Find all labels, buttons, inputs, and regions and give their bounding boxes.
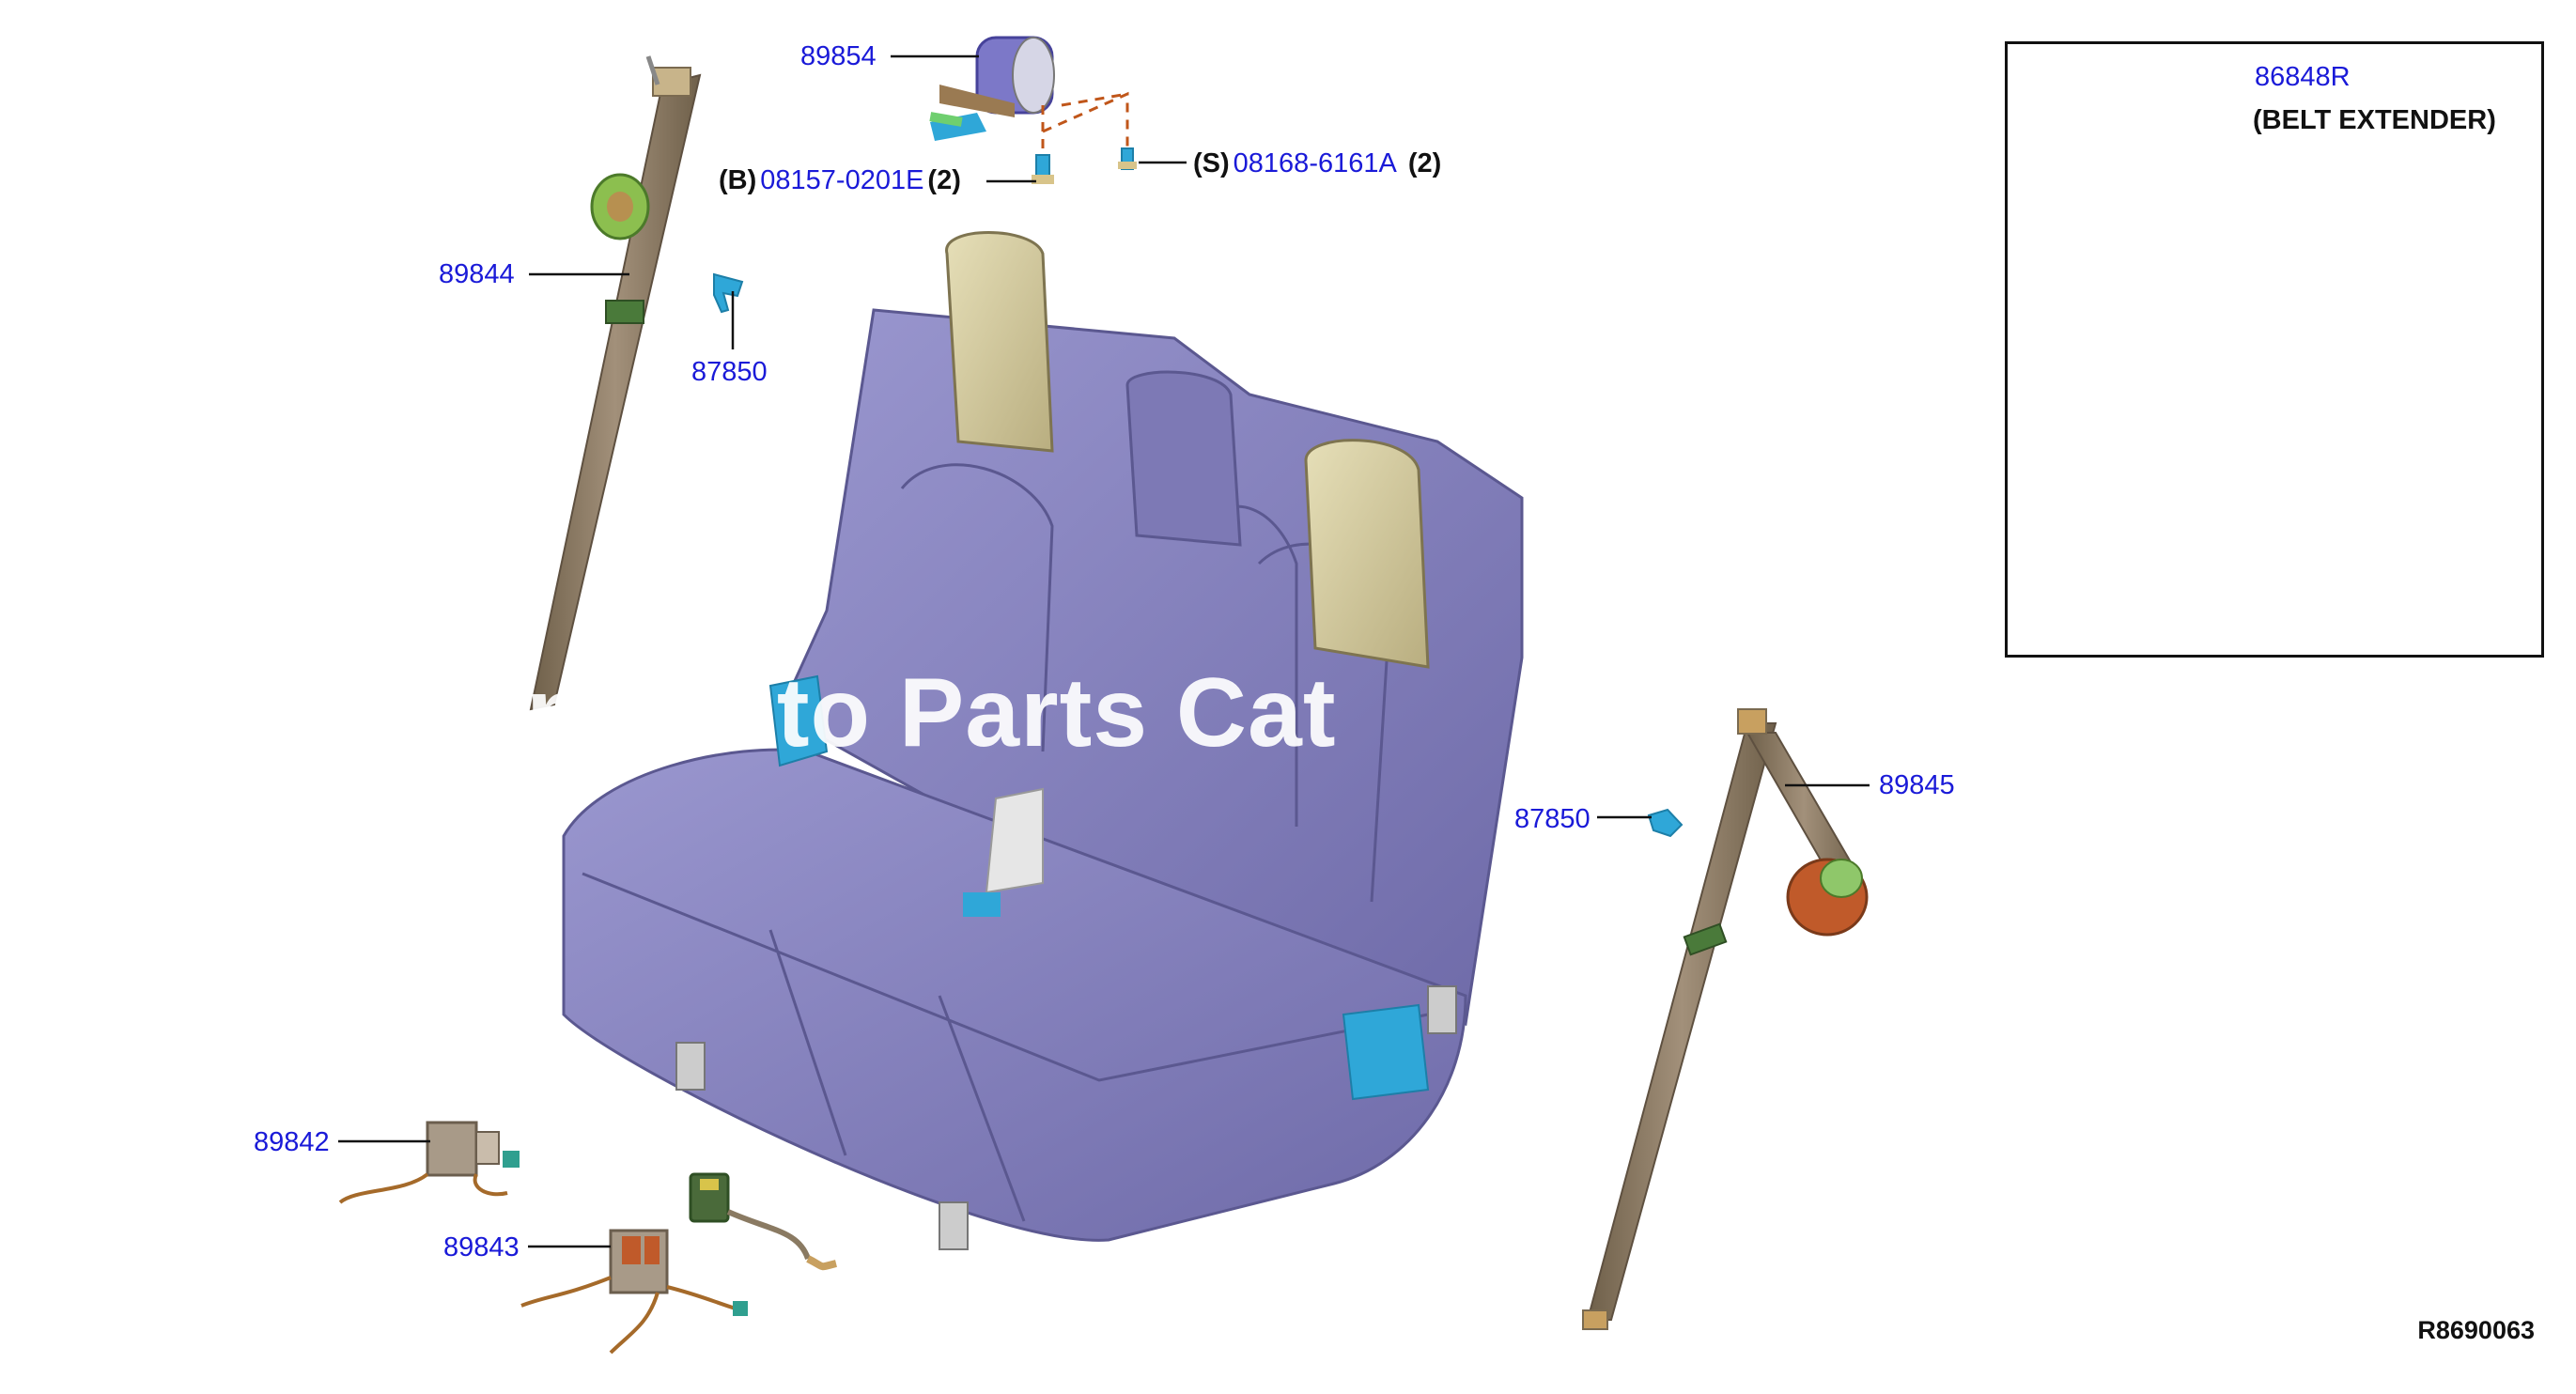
bolt-s-callout: (S) 08168-6161A (2) (1193, 148, 1441, 179)
drawing-code: R8690063 (2417, 1316, 2535, 1344)
buckle-89842 (338, 1121, 520, 1204)
part-label-89844[interactable]: 89844 (439, 259, 515, 289)
retractor-89854 (929, 36, 1055, 141)
left-shoulder-belt-89844 (529, 55, 702, 711)
part-label-89845[interactable]: 89845 (1879, 770, 1955, 800)
bolt-b-qty: (2) (927, 165, 961, 195)
bolt-b (1032, 154, 1054, 184)
label-leaders (338, 54, 1870, 1248)
bolt-b-callout: (B) 08157-0201E (2) (719, 165, 961, 196)
watermark-text: nt Auto Parts Cat (526, 658, 1337, 767)
part-label-87850-right[interactable]: 87850 (1514, 804, 1591, 834)
part-label-89843[interactable]: 89843 (443, 1232, 520, 1262)
clip-87850-right (1647, 808, 1684, 838)
bolt-s-qty: (2) (1407, 148, 1442, 178)
rear-bench-seat (562, 231, 1524, 1250)
belt-extender-inset (2005, 41, 2544, 658)
right-shoulder-belt-89845 (1582, 708, 1869, 1330)
bolt-s (1118, 147, 1137, 170)
part-label-89854[interactable]: 89854 (800, 41, 877, 71)
clip-87850-left (713, 272, 744, 314)
part-label-08157-0201e[interactable]: 08157-0201E (760, 165, 924, 195)
buckle-89843 (520, 1172, 837, 1355)
bolt-leader-lines (1041, 91, 1129, 155)
part-label-86848r[interactable]: 86848R (2255, 62, 2351, 92)
part-label-87850-left[interactable]: 87850 (691, 357, 768, 387)
part-label-89842[interactable]: 89842 (254, 1127, 330, 1157)
belt-extender-note: (BELT EXTENDER) (2253, 105, 2496, 135)
part-label-08168-6161a[interactable]: 08168-6161A (1233, 148, 1397, 178)
bolt-b-prefix: (B) (719, 165, 757, 195)
bolt-s-prefix: (S) (1193, 148, 1230, 178)
